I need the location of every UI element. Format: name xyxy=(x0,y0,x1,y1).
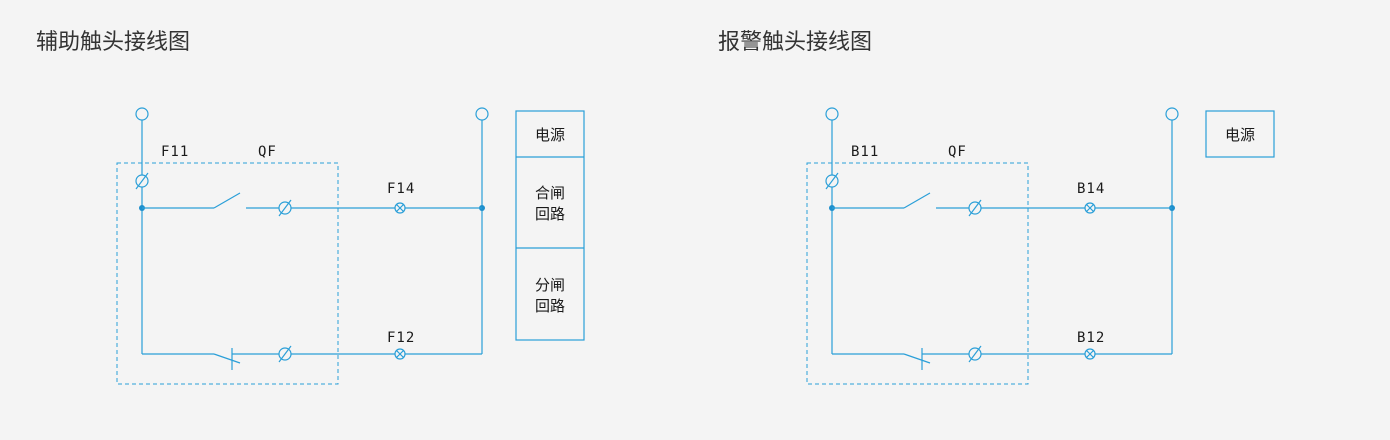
right-supply-terminal-icon xyxy=(475,107,489,121)
qf-top-terminal-slash xyxy=(278,199,292,217)
legend-open-line1: 分闸 xyxy=(535,276,565,294)
legend-power: 电源 xyxy=(535,126,565,144)
nc-contact-blade-icon xyxy=(213,353,241,364)
b12-cross-b xyxy=(1086,350,1094,358)
label-b14: B14 xyxy=(1077,181,1105,197)
label-b12: B12 xyxy=(1077,330,1105,346)
b11-terminal-slash xyxy=(825,172,839,190)
label-f12: F12 xyxy=(387,330,415,346)
aux-diagram-title: 辅助触头接线图 xyxy=(36,30,190,55)
left-supply-terminal-icon xyxy=(135,107,149,121)
label-f11: F11 xyxy=(161,144,189,160)
alarm-left-supply-terminal-icon xyxy=(825,107,839,121)
b14-cross-b xyxy=(1086,204,1094,212)
alarm-legend-power: 电源 xyxy=(1225,126,1255,144)
alarm-qf-top-terminal-slash xyxy=(968,199,982,217)
alarm-nc-contact-blade-icon xyxy=(903,353,931,364)
alarm-qf-bottom-terminal-slash xyxy=(968,345,982,363)
qf-bottom-terminal-slash xyxy=(278,345,292,363)
alarm-power-box xyxy=(1205,110,1275,158)
label-qf: QF xyxy=(258,144,277,160)
no-contact-blade-icon xyxy=(213,192,241,209)
legend-open-line2: 回路 xyxy=(535,297,565,315)
legend-close-line2: 回路 xyxy=(535,205,565,223)
qf-breaker-boundary-alarm xyxy=(806,162,1029,385)
aux-contact-diagram: 辅助触头接线图 F11 QF F1 xyxy=(36,30,585,385)
f11-terminal-slash xyxy=(135,172,149,190)
alarm-no-contact-blade-icon xyxy=(903,192,931,209)
alarm-right-supply-terminal-icon xyxy=(1165,107,1179,121)
circuit-legend-box xyxy=(515,110,585,341)
alarm-contact-diagram: 报警触头接线图 B11 QF B14 B12 电源 xyxy=(718,30,1275,385)
label-qf-alarm: QF xyxy=(948,144,967,160)
f14-cross-b xyxy=(396,204,404,212)
legend-close-line1: 合闸 xyxy=(535,184,565,202)
f12-cross-b xyxy=(396,350,404,358)
qf-breaker-boundary xyxy=(116,162,339,385)
alarm-diagram-title: 报警触头接线图 xyxy=(718,30,872,55)
label-f14: F14 xyxy=(387,181,415,197)
label-b11: B11 xyxy=(851,144,879,160)
